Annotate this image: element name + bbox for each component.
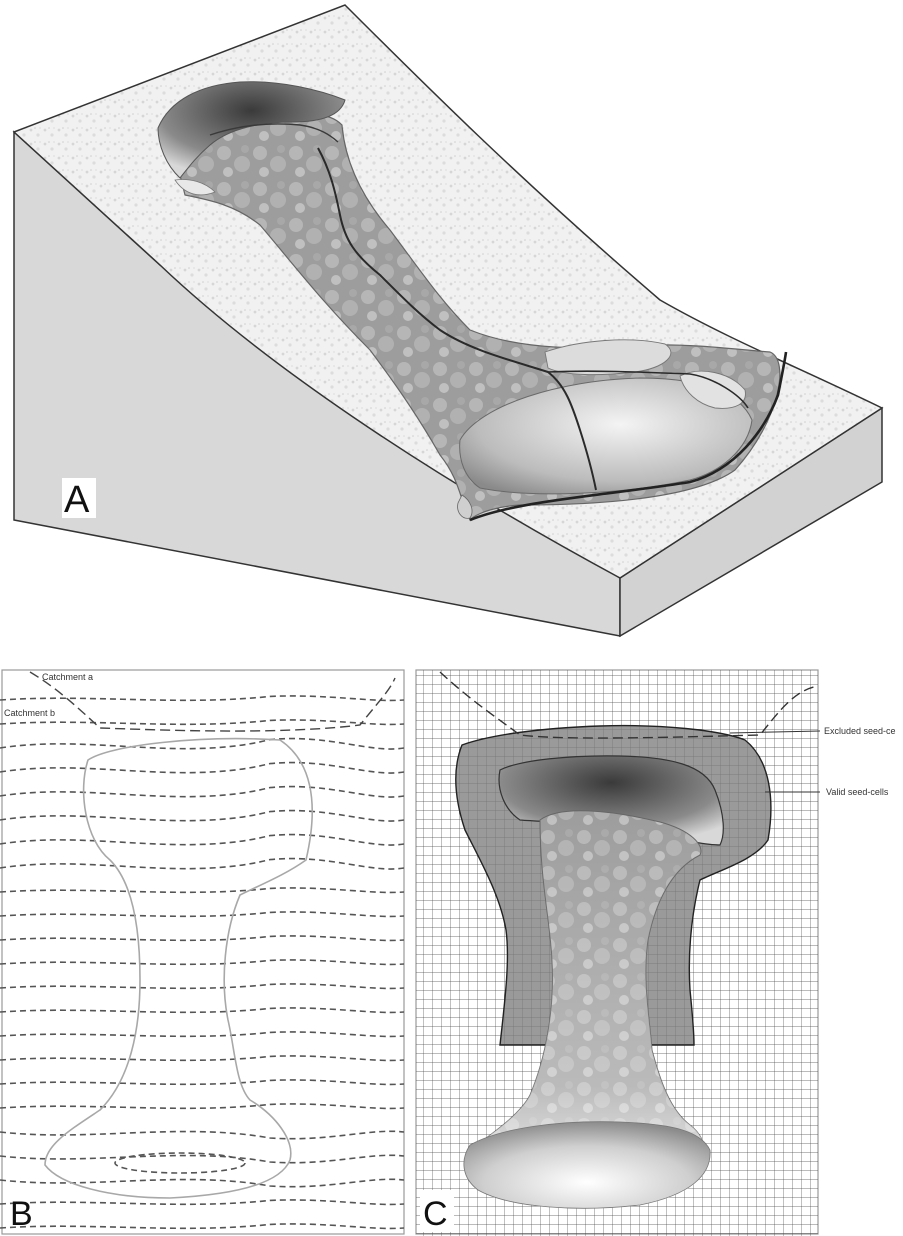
- panel-c-seed-cells: Excluded seed-ce Valid seed-cells C: [416, 670, 896, 1236]
- panel-a-label: A: [64, 479, 90, 521]
- panel-b-frame: [2, 670, 404, 1234]
- panel-a-block-diagram: A: [14, 5, 882, 636]
- panel-b-contour-map: Catchment a Catchment b B: [0, 670, 404, 1234]
- panel-c-toe: [464, 1122, 710, 1209]
- excluded-seed-cells-label: Excluded seed-ce: [824, 726, 896, 736]
- panel-c-label: C: [423, 1195, 448, 1233]
- catchment-b-label: Catchment b: [4, 708, 55, 718]
- valid-seed-cells-label: Valid seed-cells: [826, 787, 889, 797]
- panel-b-label: B: [10, 1195, 33, 1233]
- catchment-a-label: Catchment a: [42, 672, 93, 682]
